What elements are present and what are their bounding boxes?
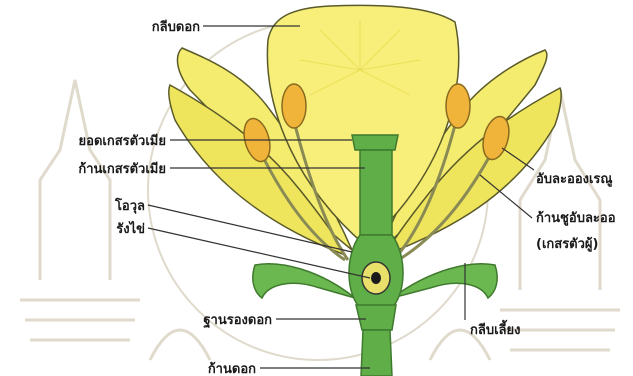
label-ovary: รังไข่ — [116, 220, 145, 237]
label-ovule: โอวุล — [114, 197, 145, 214]
label-petal: กลีบดอก — [152, 19, 200, 35]
anther-3 — [446, 84, 470, 128]
sepal-left — [253, 264, 355, 298]
ovule — [371, 272, 381, 284]
label-sepal: กลีบเลี้ยง — [470, 319, 520, 338]
stigma — [352, 135, 398, 150]
label-filament: ก้านชูอับละออ — [536, 210, 616, 226]
label-stamen: (เกสรตัวผู้) — [536, 236, 598, 252]
label-stigma: ยอดเกสรตัวเมีย — [79, 133, 166, 149]
label-receptacle: ฐานรองดอก — [203, 313, 272, 329]
label-pedicel: ก้านดอก — [208, 361, 256, 376]
pedicel — [361, 330, 392, 376]
label-anther: อับละอองเรณู — [536, 172, 612, 187]
receptacle — [356, 305, 396, 330]
sepal-right — [392, 264, 497, 298]
anther-2 — [282, 84, 306, 128]
style — [360, 150, 392, 235]
label-style: ก้านเกสรตัวเมีย — [78, 161, 166, 177]
